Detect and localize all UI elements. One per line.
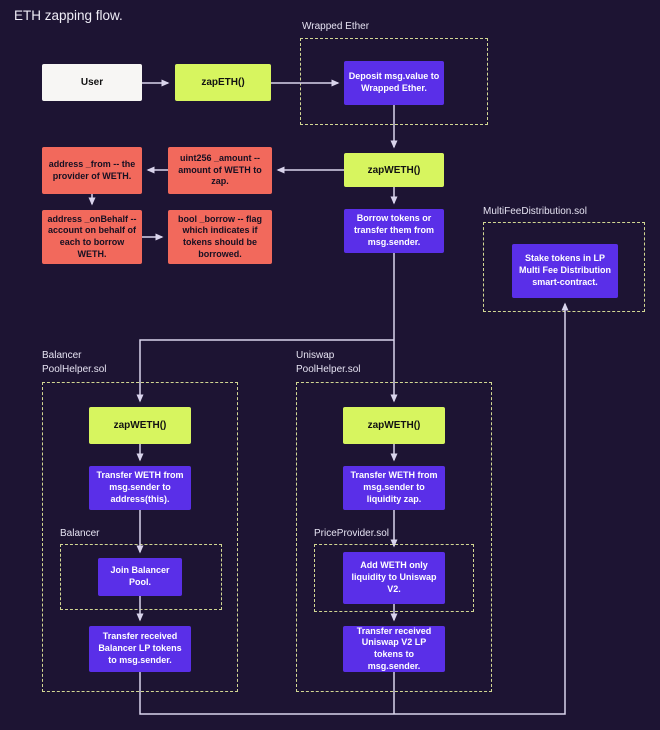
node-deposit-wrapped-ether: Deposit msg.value to Wrapped Ether.	[344, 61, 444, 105]
node-param-address-onbehalf: address _onBehalf -- account on behalf o…	[42, 210, 142, 264]
node-stake-tokens: Stake tokens in LP Multi Fee Distributio…	[512, 244, 618, 298]
node-uniswap-zap-weth: zapWETH()	[343, 407, 445, 444]
page-title: ETH zapping flow.	[14, 8, 123, 23]
label-balancer-poolhelper: Balancer PoolHelper.sol	[42, 349, 106, 377]
node-param-address-from: address _from -- the provider of WETH.	[42, 147, 142, 194]
label-multifee-distribution: MultiFeeDistribution.sol	[483, 206, 587, 217]
label-uniswap-line2: PoolHelper.sol	[296, 364, 361, 375]
label-balancer-inner: Balancer	[60, 528, 100, 539]
node-balancer-transfer-lp: Transfer received Balancer LP tokens to …	[89, 626, 191, 672]
label-wrapped-ether: Wrapped Ether	[302, 21, 370, 32]
node-balancer-transfer-weth: Transfer WETH from msg.sender to address…	[89, 466, 191, 510]
node-add-weth-liquidity: Add WETH only liquidity to Uniswap V2.	[343, 552, 445, 604]
node-param-uint256-amount: uint256 _amount -- amount of WETH to zap…	[168, 147, 272, 194]
label-uniswap-line1: Uniswap	[296, 350, 335, 361]
label-price-provider: PriceProvider.sol	[314, 528, 390, 539]
node-param-bool-borrow: bool _borrow -- flag which indicates if …	[168, 210, 272, 264]
group-balancer-inner	[60, 544, 222, 610]
node-uniswap-transfer-weth: Transfer WETH from msg.sender to liquidi…	[343, 466, 445, 510]
arrow-lp-to-stake	[139, 302, 569, 715]
node-uniswap-transfer-lp: Transfer received Uniswap V2 LP tokens t…	[343, 626, 445, 672]
node-balancer-zap-weth: zapWETH()	[89, 407, 191, 444]
arrow-borrow-to-balancer	[136, 339, 394, 403]
node-zap-weth: zapWETH()	[344, 153, 444, 187]
label-balancer-line2: PoolHelper.sol	[42, 364, 107, 375]
label-uniswap-poolhelper: Uniswap PoolHelper.sol	[296, 349, 360, 377]
group-multifee-distribution	[483, 222, 645, 312]
node-zap-eth: zapETH()	[175, 64, 271, 101]
node-borrow-tokens: Borrow tokens or transfer them from msg.…	[344, 209, 444, 253]
node-user: User	[42, 64, 142, 101]
node-join-balancer-pool: Join Balancer Pool.	[98, 558, 182, 596]
label-balancer-line1: Balancer	[42, 350, 82, 361]
